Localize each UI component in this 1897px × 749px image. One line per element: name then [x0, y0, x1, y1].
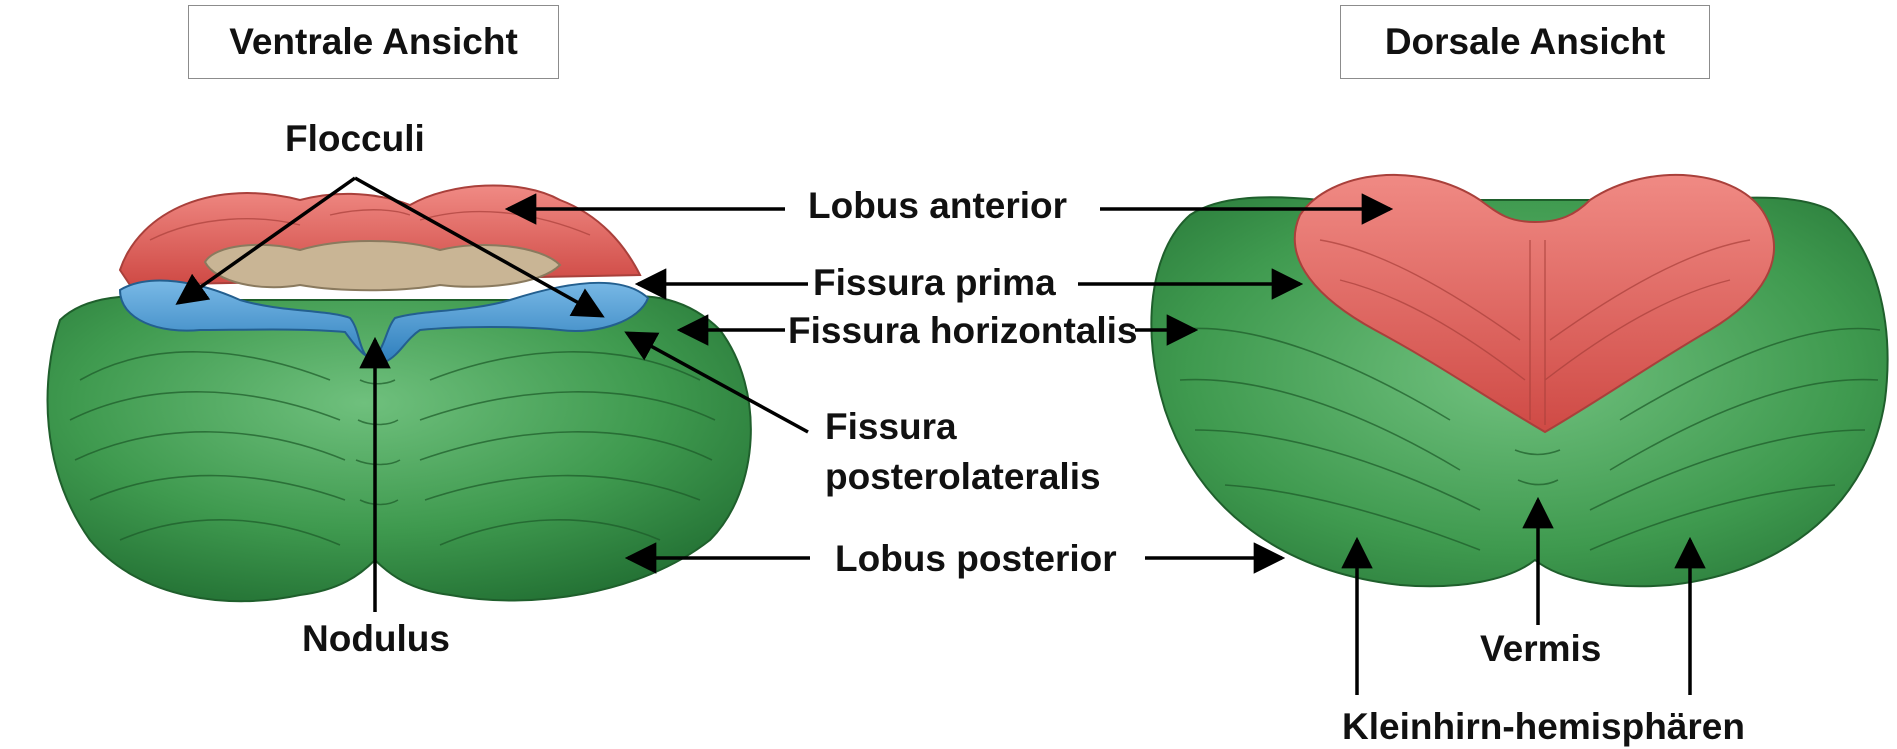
dorsal-view-title: Dorsale Ansicht — [1340, 5, 1710, 79]
flocculi-arrow-left — [175, 176, 357, 305]
label-fissura-posterolateralis-2: posterolateralis — [825, 456, 1101, 497]
leader-lines — [175, 176, 1706, 695]
dorsal-folia — [1174, 327, 1881, 551]
label-lobus-posterior: Lobus posterior — [835, 538, 1117, 579]
ventral-cerebellum — [46, 184, 752, 603]
dorsal-anterior-lobe — [1293, 174, 1775, 434]
label-kleinhirn-hemispharen: Kleinhirn-hemisphären — [1342, 706, 1745, 747]
label-fissura-horizontalis: Fissura horizontalis — [788, 310, 1138, 351]
label-nodulus: Nodulus — [302, 618, 450, 659]
flocculi-arrow-right — [354, 176, 605, 318]
ventral-anterior-folia — [149, 209, 591, 241]
label-fissura-prima: Fissura prima — [813, 262, 1056, 303]
dorsal-cerebellum — [1150, 174, 1889, 588]
label-lobus-anterior: Lobus anterior — [808, 185, 1068, 226]
ventral-folia — [69, 351, 716, 546]
ventral-cut-surface — [203, 240, 562, 292]
fissura-posterolateralis-arrow — [624, 331, 809, 434]
ventral-view-title: Ventrale Ansicht — [188, 5, 559, 79]
dorsal-anterior-folia — [1319, 239, 1751, 425]
label-vermis: Vermis — [1480, 628, 1602, 669]
label-flocculi: Flocculi — [285, 118, 425, 159]
label-fissura-posterolateralis-1: Fissura — [825, 406, 957, 447]
